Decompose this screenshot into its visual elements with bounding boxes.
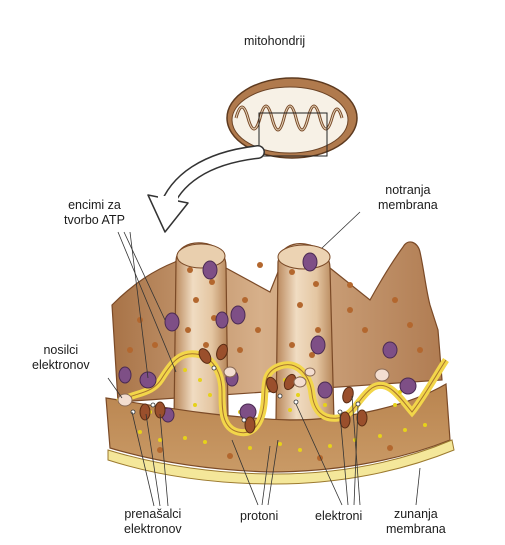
label-mitochondrion-text: mitohondrij (244, 34, 305, 49)
label-atp-enzymes: encimi za tvorbo ATP (64, 198, 125, 228)
label-electron-carriers-line1: nosilci (32, 343, 90, 358)
label-electrons-text: elektroni (315, 509, 362, 524)
label-electron-carriers-line2: elektronov (32, 358, 90, 373)
membrane-section (106, 242, 454, 484)
label-electron-carriers: nosilci elektronov (32, 343, 90, 373)
crista-left-top (177, 244, 225, 268)
label-electrons: elektroni (315, 509, 362, 524)
mitochondrion-small (227, 78, 357, 158)
label-outer-membrane-line1: zunanja (386, 507, 446, 522)
label-protons-text: protoni (240, 509, 278, 524)
label-mitochondrion: mitohondrij (244, 34, 305, 49)
label-inner-membrane-line2: membrana (378, 198, 438, 213)
label-electron-transporters: prenašalci elektronov (124, 507, 182, 537)
label-outer-membrane: zunanja membrana (386, 507, 446, 537)
label-electron-transporters-line1: prenašalci (124, 507, 182, 522)
label-inner-membrane-line1: notranja (378, 183, 438, 198)
label-atp-enzymes-line1: encimi za (64, 198, 125, 213)
label-electron-transporters-line2: elektronov (124, 522, 182, 537)
label-atp-enzymes-line2: tvorbo ATP (64, 213, 125, 228)
label-inner-membrane: notranja membrana (378, 183, 438, 213)
label-outer-membrane-line2: membrana (386, 522, 446, 537)
zoom-arrow (148, 152, 258, 232)
label-protons: protoni (240, 509, 278, 524)
